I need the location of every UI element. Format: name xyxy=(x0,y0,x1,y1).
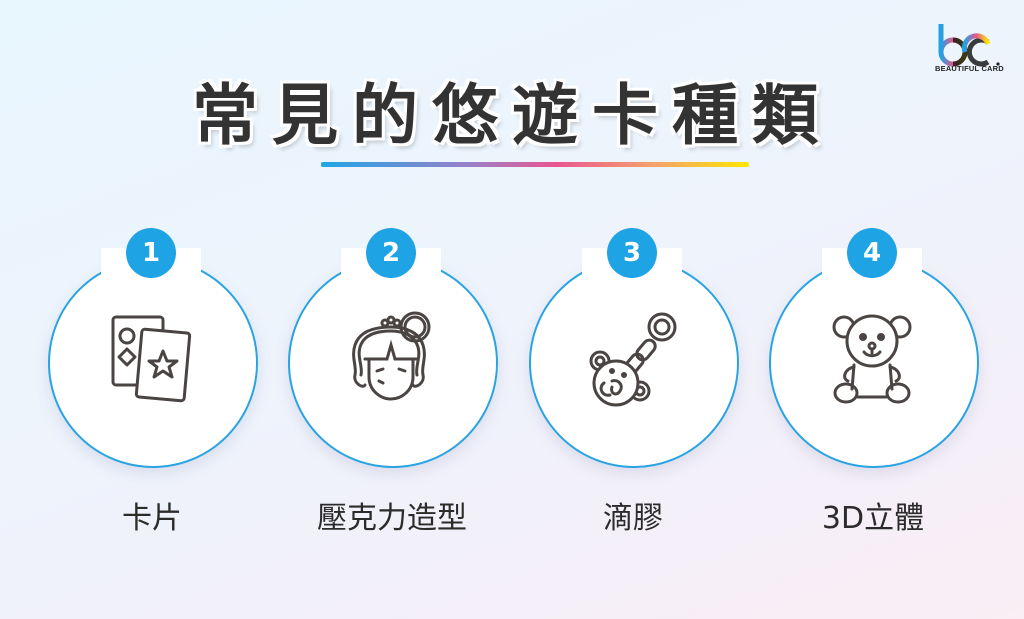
item-label: 滴膠 xyxy=(603,501,663,536)
page-title: 常見的悠遊卡種類 xyxy=(192,77,832,154)
number-badge: 1 xyxy=(126,228,176,278)
item-label: 卡片 xyxy=(122,501,182,536)
card-type-item-3: 3 滴膠 xyxy=(513,228,753,548)
icon-circle xyxy=(48,258,258,468)
bc-logo-icon xyxy=(938,24,1000,67)
number-badge: 2 xyxy=(366,228,416,278)
icon-circle xyxy=(288,258,498,468)
item-label: 壓克力造型 xyxy=(317,501,467,536)
title-underline xyxy=(321,162,749,167)
card-type-item-4: 4 3D立體 xyxy=(753,228,993,548)
bear-keychain-icon xyxy=(589,312,677,407)
item-label: 3D立體 xyxy=(821,501,925,536)
brand-name: BEAUTIFUL CARD xyxy=(935,64,1004,73)
number-badge: 3 xyxy=(607,228,657,278)
playing-cards-icon xyxy=(111,315,192,403)
teddy-bear-icon xyxy=(832,314,912,404)
number-badge: 4 xyxy=(847,228,897,278)
card-type-item-1: 1 卡片 xyxy=(32,228,272,548)
card-type-item-2: 2 壓克力造型 xyxy=(272,228,512,548)
girl-keychain-icon xyxy=(352,311,431,401)
